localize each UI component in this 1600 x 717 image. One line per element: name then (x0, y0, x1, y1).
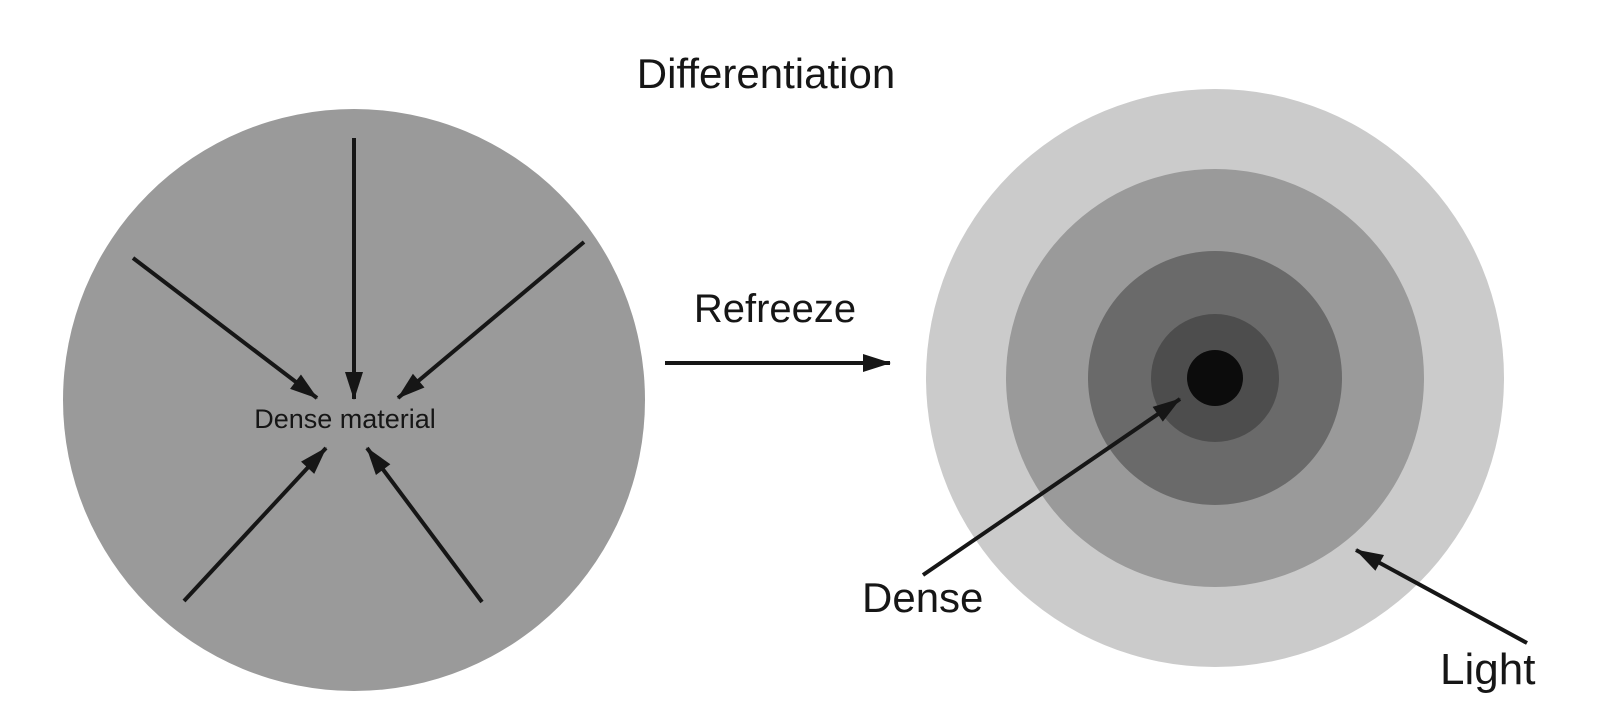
light-pointer-arrow (1355, 548, 1528, 645)
undifferentiated-body-circle (63, 109, 645, 691)
infall-arrow-upper-right (396, 240, 586, 400)
dense-core-circle (1187, 350, 1243, 406)
dense-material-label: Dense material (254, 404, 436, 434)
refreeze-label: Refreeze (694, 287, 856, 331)
dense-pointer-arrow (921, 397, 1182, 577)
dense-label: Dense (862, 574, 983, 621)
infall-arrow-upper-left (131, 256, 319, 400)
infall-arrow-lower-right (365, 446, 484, 604)
infall-arrow-lower-left (182, 446, 328, 603)
light-label: Light (1440, 645, 1535, 694)
page-title: Differentiation (637, 50, 895, 97)
